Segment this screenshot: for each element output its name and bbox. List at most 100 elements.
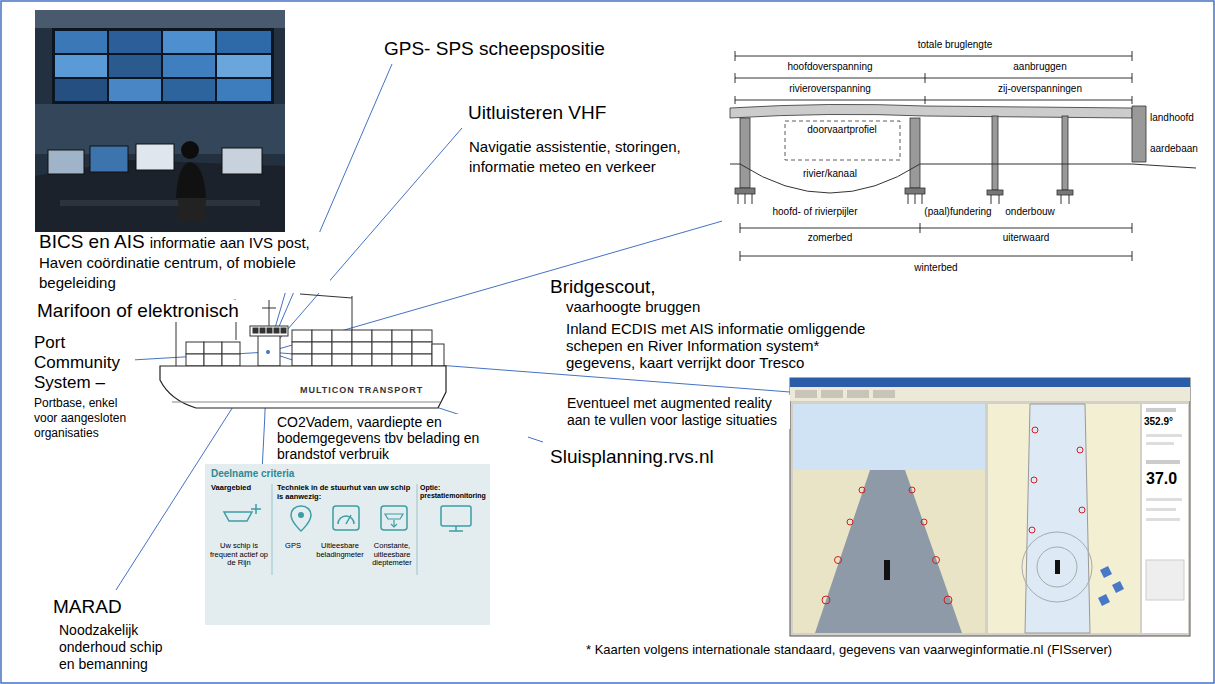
ecdis-screenshot-image-part bbox=[793, 470, 985, 633]
ecdis-screenshot-image-part bbox=[1142, 404, 1188, 633]
bridge-part-label: doorvaartprofiel bbox=[807, 124, 876, 136]
leader-lines-part bbox=[268, 352, 448, 366]
bridge-cross-section-part bbox=[920, 228, 1132, 229]
annotation-text: Navigatie assistentie, storingen, inform… bbox=[468, 137, 730, 177]
ship-illustration-image-part bbox=[392, 330, 412, 342]
bridge-part-label: onderbouw bbox=[1005, 206, 1054, 218]
bridge-part-label: hoofdoverspanning bbox=[787, 61, 872, 73]
control-room-photo-part bbox=[176, 162, 206, 198]
ship-illustration-image-part bbox=[269, 300, 270, 326]
ecdis-screenshot-image-part bbox=[790, 387, 1190, 401]
ecdis-screenshot-image-part bbox=[1146, 408, 1176, 412]
control-room-photo-part bbox=[60, 200, 260, 206]
ecdis-readout: 37.0 bbox=[1146, 470, 1177, 488]
control-room-photo-part bbox=[90, 146, 128, 172]
ship-illustration-image-part bbox=[352, 296, 353, 330]
annotation-text: Noodzakelijk onderhoud schip en bemannin… bbox=[58, 622, 180, 673]
annotation-text: CO2Vadem, vaardiepte en bodemgegevens tb… bbox=[276, 414, 528, 462]
bridge-part-label: aanbruggen bbox=[1013, 61, 1066, 73]
ship-illustration-image-part bbox=[392, 342, 412, 354]
text-group: BICS en AISinformatie aan IVS post, Have… bbox=[38, 232, 330, 293]
bridge-cross-section-part bbox=[1132, 251, 1133, 261]
bridge-cross-section-part bbox=[925, 73, 926, 83]
ecdis-screenshot-image-part bbox=[1146, 508, 1176, 511]
ship-illustration-image-part bbox=[204, 354, 222, 366]
annotation-text: * Kaarten volgens internationale standaa… bbox=[585, 643, 1113, 658]
bridge-cross-section-part bbox=[992, 116, 998, 190]
card-text: Uw schip is frequent actief op de Rijn bbox=[209, 542, 269, 568]
ship-illustration-image-part bbox=[292, 354, 312, 366]
connector-line bbox=[262, 415, 265, 464]
ship-illustration-image-part bbox=[266, 350, 270, 354]
bridge-cross-section-part bbox=[920, 223, 921, 233]
ship-illustration-image-part bbox=[312, 354, 332, 366]
control-room-photo-part bbox=[52, 28, 274, 104]
ecdis-screenshot-image bbox=[790, 378, 1190, 636]
bridge-cross-section-part bbox=[740, 228, 920, 229]
ship-illustration-image-part bbox=[352, 330, 372, 342]
ecdis-screenshot-image-part bbox=[921, 519, 927, 525]
ship-illustration-image-part bbox=[160, 366, 446, 408]
card-text: GPS bbox=[275, 542, 311, 551]
ecdis-screenshot-image-part bbox=[933, 557, 940, 564]
ecdis-screenshot-image-part bbox=[909, 487, 915, 493]
bridge-cross-section-part bbox=[922, 194, 923, 204]
ecdis-screenshot-image-part bbox=[944, 596, 952, 604]
annotation-text: Portbase, enkel voor aangesloten organis… bbox=[33, 396, 140, 441]
ecdis-screenshot-image-part bbox=[1146, 442, 1174, 445]
participation-card-image-part bbox=[272, 484, 273, 575]
control-room-photo-part bbox=[217, 79, 271, 101]
participation-card: Deelname criteriaVaargebiedTechniek in d… bbox=[205, 464, 490, 625]
bridge-cross-section-part bbox=[915, 194, 916, 204]
ship-illustration-image-part bbox=[262, 308, 276, 309]
participation-card-image-part bbox=[333, 506, 359, 530]
ecdis-screenshot-image-part bbox=[1025, 404, 1090, 633]
annotation-text: Sluisplanning.rvs.nl bbox=[549, 446, 715, 468]
bridge-cross-section-part bbox=[722, 164, 1196, 193]
ecdis-screenshot-image-part bbox=[988, 404, 1140, 633]
ecdis-screenshot-image-part bbox=[884, 560, 890, 580]
ship-illustration-image-part bbox=[258, 334, 280, 366]
ship-illustration-image-part bbox=[292, 330, 312, 342]
bridge-part-label: winterbed bbox=[914, 262, 957, 274]
ecdis-screenshot-image-part bbox=[847, 519, 853, 525]
ecdis-screenshot-image-part bbox=[1055, 560, 1060, 574]
control-room-photo-part bbox=[181, 141, 199, 159]
bridge-cross-section-part bbox=[735, 78, 1132, 79]
ship-illustration-image-part bbox=[186, 342, 204, 354]
ship-illustration-image-part bbox=[186, 354, 204, 366]
control-room-photo-part bbox=[222, 148, 262, 174]
bridge-cross-section-part bbox=[735, 100, 1132, 101]
bridge-part-label: aardebaan bbox=[1150, 143, 1198, 155]
control-room-photo-part bbox=[55, 79, 107, 101]
bridge-drawing: totale bruglengtehoofdoverspanningaanbru… bbox=[722, 30, 1202, 292]
ship-illustration-image-part bbox=[332, 330, 352, 342]
ecdis-screenshot-image-part bbox=[1077, 447, 1083, 453]
card-text: Techniek in de stuurhut van uw schip is … bbox=[277, 484, 411, 501]
bridge-cross-section-part bbox=[1062, 116, 1068, 190]
ship-illustration-image-part bbox=[432, 344, 444, 366]
bridge-cross-section-part bbox=[908, 194, 909, 204]
ship-illustration-image-part bbox=[352, 354, 372, 366]
ecdis-screenshot-image-part bbox=[1146, 518, 1180, 521]
bridge-cross-section-part bbox=[1069, 195, 1070, 204]
participation-card-image-part bbox=[346, 515, 351, 524]
bridge-cross-section-part bbox=[910, 118, 920, 188]
participation-card-image-part bbox=[298, 512, 304, 518]
bridge-cross-section-part bbox=[905, 188, 925, 194]
ecdis-screenshot-image-part bbox=[1022, 532, 1092, 602]
ship-illustration-image-part bbox=[250, 326, 288, 336]
bridge-part-label: (paal)fundering bbox=[924, 206, 991, 218]
annotation-text: Inland ECDIS met AIS informatie omliggen… bbox=[565, 320, 882, 371]
bridge-cross-section-part bbox=[752, 194, 753, 204]
ship-illustration-image-part bbox=[412, 342, 432, 354]
ecdis-screenshot-image-part bbox=[795, 390, 817, 398]
control-room-photo-part bbox=[109, 31, 161, 53]
bridge-cross-section-part bbox=[740, 223, 741, 233]
card-text: Uitleesbare beladingmeter bbox=[313, 542, 367, 559]
annotation-text: BICS en AIS bbox=[39, 231, 145, 252]
bridge-cross-section-part bbox=[1132, 51, 1133, 61]
participation-card-image bbox=[205, 464, 490, 625]
